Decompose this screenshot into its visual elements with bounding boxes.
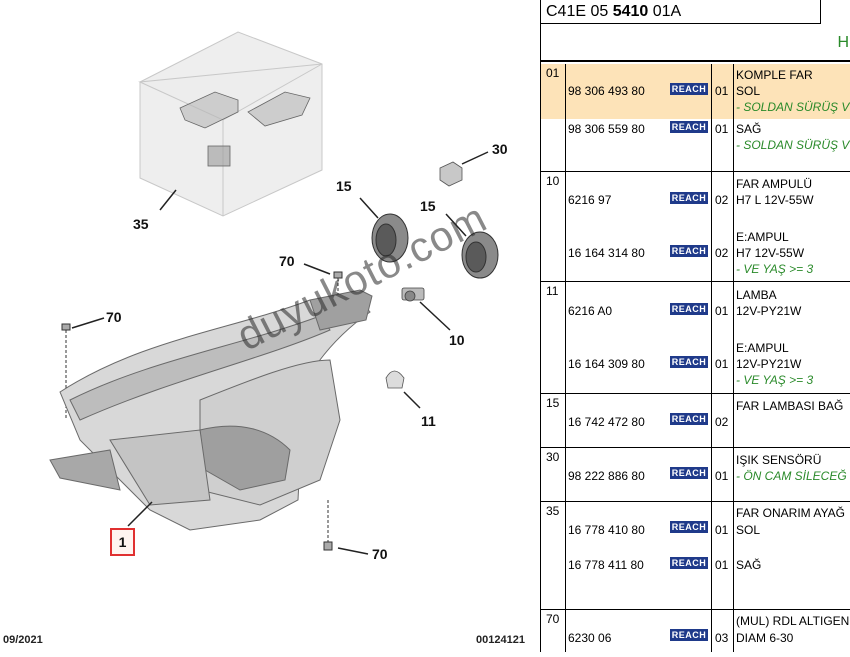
description: IŞIK SENSÖRÜ (736, 453, 822, 467)
group-10: 10 6216 97 REACH 02 FAR AMPULÜ H7 L 12V-… (541, 172, 850, 282)
description: (MUL) RDL ALTIGEN (736, 614, 850, 628)
description: SOL (736, 84, 761, 98)
part-number[interactable]: 16 164 309 80 (568, 357, 645, 371)
indicator-bulb (385, 370, 405, 389)
doc-code-bold: 5410 (612, 3, 649, 20)
group-number: 35 (546, 504, 560, 518)
reach-badge: REACH (670, 629, 708, 641)
reach-badge: REACH (670, 467, 708, 479)
reach-badge: REACH (670, 356, 708, 368)
description: FAR LAMBASI BAĞ (736, 399, 844, 413)
doc-code-prefix: C41E 05 (546, 3, 613, 20)
description: SAĞ (736, 558, 762, 572)
callout-70-bottom: 70 (372, 546, 388, 562)
callout-70-left: 70 (106, 309, 122, 325)
light-sensor (439, 161, 463, 187)
callout-11: 11 (421, 413, 436, 429)
reach-badge: REACH (670, 121, 708, 133)
part-number[interactable]: 16 778 410 80 (568, 523, 645, 537)
note: - ÖN CAM SİLECEĞ (736, 469, 847, 483)
quantity: 02 (715, 415, 729, 429)
reach-badge: REACH (670, 413, 708, 425)
reach-badge: REACH (670, 557, 708, 569)
part-number[interactable]: 16 778 411 80 (568, 558, 644, 572)
description: E:AMPUL (736, 230, 789, 244)
headlamp-body (49, 289, 373, 531)
callout-1: 1 (118, 534, 127, 550)
grommet-left (371, 213, 409, 263)
diagram-code: 00124121 (476, 634, 525, 646)
group-number: 15 (546, 396, 560, 410)
group-35: 35 16 778 410 80 REACH 01 FAR ONARIM AYA… (541, 502, 850, 610)
part-number[interactable]: 98 222 886 80 (568, 469, 645, 483)
grommet-right (461, 231, 499, 279)
callout-30: 30 (492, 141, 508, 157)
parts-list-panel: C41E 05 5410 01A H 01 98 306 493 80 REAC… (540, 0, 850, 652)
description: FAR ONARIM AYAĞ (736, 506, 845, 520)
reach-badge: REACH (670, 83, 708, 95)
description: LAMBA (736, 288, 777, 302)
quantity: 02 (715, 246, 729, 260)
description: E:AMPUL (736, 341, 789, 355)
callout-1-highlight[interactable]: 1 (110, 528, 135, 556)
part-number[interactable]: 6230 06 (568, 631, 612, 645)
callout-10: 10 (449, 332, 465, 348)
document-code: C41E 05 5410 01A (541, 0, 821, 24)
note: - SOLDAN SÜRÜŞ V (736, 138, 850, 152)
quantity: 01 (715, 469, 729, 483)
group-number: 11 (546, 284, 559, 298)
reach-badge: REACH (670, 245, 708, 257)
callout-15-left: 15 (336, 178, 352, 194)
note: - SOLDAN SÜRÜŞ V (736, 100, 850, 114)
quantity: 01 (715, 122, 729, 136)
description: H7 12V-55W (736, 246, 805, 260)
leader-line-35 (159, 189, 177, 211)
part-number[interactable]: 16 164 314 80 (568, 246, 645, 260)
doc-code-suffix: 01A (648, 3, 682, 20)
note: - VE YAŞ >= 3 (736, 262, 814, 276)
quantity: 01 (715, 523, 729, 537)
reach-badge: REACH (670, 521, 708, 533)
group-number: 10 (546, 174, 560, 188)
section-header: H (541, 24, 850, 62)
headlamp-bulb (401, 287, 425, 302)
quantity: 01 (715, 558, 729, 572)
callout-70-top: 70 (279, 253, 295, 269)
description: SOL (736, 523, 761, 537)
group-01: 01 98 306 493 80 REACH 01 KOMPLE FAR SOL… (541, 64, 850, 172)
quantity: 01 (715, 84, 729, 98)
group-number: 30 (546, 450, 560, 464)
diagram-date: 09/2021 (3, 634, 43, 646)
description: 12V-PY21W (736, 304, 802, 318)
group-15: 15 16 742 472 80 REACH 02 FAR LAMBASI BA… (541, 394, 850, 448)
note: - VE YAŞ >= 3 (736, 373, 814, 387)
exploded-diagram: 30 15 15 35 70 70 10 11 1 70 09/2021 001… (3, 31, 525, 646)
reach-badge: REACH (670, 192, 708, 204)
quantity: 03 (715, 631, 729, 645)
description: H7 L 12V-55W (736, 193, 814, 207)
part-number[interactable]: 98 306 493 80 (568, 84, 645, 98)
repair-bracket-box (138, 31, 323, 217)
description: 12V-PY21W (736, 357, 802, 371)
group-number: 70 (546, 612, 560, 626)
description: SAĞ (736, 122, 762, 136)
part-number[interactable]: 6216 97 (568, 193, 612, 207)
description: DIAM 6-30 (736, 631, 794, 645)
part-number[interactable]: 6216 A0 (568, 304, 613, 318)
callout-35: 35 (133, 216, 149, 232)
quantity: 02 (715, 193, 729, 207)
description: KOMPLE FAR (736, 68, 813, 82)
group-70: 70 6230 06 REACH 03 (MUL) RDL ALTIGEN DI… (541, 610, 850, 652)
callout-15-right: 15 (420, 198, 436, 214)
quantity: 01 (715, 304, 729, 318)
headlamp-illustration (49, 31, 499, 555)
group-11: 11 6216 A0 REACH 01 LAMBA 12V-PY21W 16 1… (541, 282, 850, 394)
group-30: 30 98 222 886 80 REACH 01 IŞIK SENSÖRÜ -… (541, 448, 850, 502)
part-number[interactable]: 16 742 472 80 (568, 415, 645, 429)
group-number: 01 (546, 66, 560, 80)
reach-badge: REACH (670, 303, 708, 315)
part-number[interactable]: 98 306 559 80 (568, 122, 645, 136)
quantity: 01 (715, 357, 729, 371)
description: FAR AMPULÜ (736, 177, 813, 191)
